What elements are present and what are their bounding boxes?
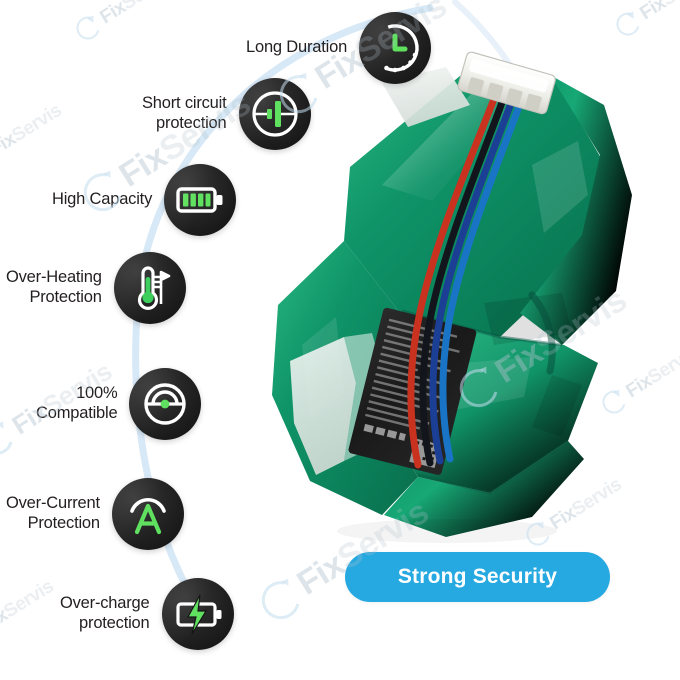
feature-icon-badge[interactable] xyxy=(129,368,202,440)
feature-over-heating-protection[interactable]: Over-Heating Protection xyxy=(6,252,186,324)
feature-label: Over-Heating Protection xyxy=(6,268,102,306)
feature-label: 100% Compatible xyxy=(36,384,118,422)
feature-label: Short circuit protection xyxy=(142,94,227,132)
feature-icon-badge[interactable] xyxy=(238,78,311,150)
feature-over-charge-protection[interactable]: Over-charge protection xyxy=(60,578,234,650)
battery-full-icon xyxy=(176,187,223,213)
feature-long-duration[interactable]: Long Duration xyxy=(246,12,432,84)
thermometer-icon xyxy=(137,266,171,310)
ampere-icon xyxy=(130,498,166,535)
feature-over-current-protection[interactable]: Over-Current Protection xyxy=(6,478,184,550)
clock-icon xyxy=(371,24,419,73)
feature-label: Over-charge protection xyxy=(60,594,150,632)
feature-icon-badge[interactable] xyxy=(111,478,184,550)
feature-label: High Capacity xyxy=(52,190,153,209)
feature-label: Long Duration xyxy=(246,38,348,57)
strong-security-label: Strong Security xyxy=(397,565,558,588)
battery-pack-photo xyxy=(272,51,632,543)
feature-label: Over-Current Protection xyxy=(6,494,100,532)
feature-short-circuit-protection[interactable]: Short circuit protection xyxy=(142,78,311,150)
feature-100-compatible[interactable]: 100% Compatible xyxy=(36,368,202,440)
feature-icon-badge[interactable] xyxy=(164,164,237,236)
feature-icon-badge[interactable] xyxy=(359,12,432,84)
strong-security-button[interactable]: Strong Security xyxy=(345,552,610,602)
battery-bolt-icon xyxy=(175,594,222,635)
gauge-icon xyxy=(144,383,187,425)
feature-high-capacity[interactable]: High Capacity xyxy=(52,164,237,236)
feature-icon-badge[interactable] xyxy=(161,578,234,650)
feature-icon-badge[interactable] xyxy=(113,252,186,324)
short-circuit-icon xyxy=(251,91,298,137)
